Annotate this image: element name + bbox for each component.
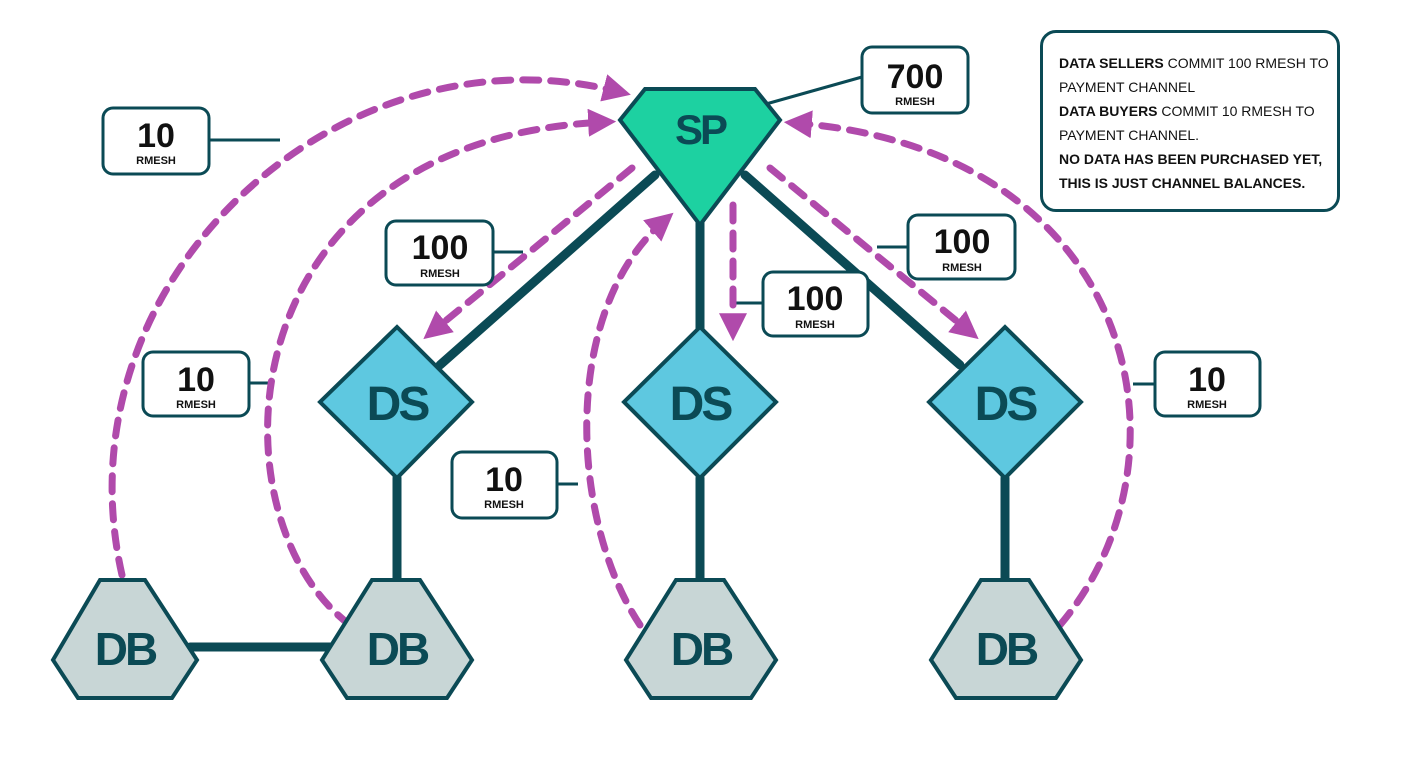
arrow-db2-sp [264,108,617,629]
db-node-4: DB [928,578,1084,700]
ds-label: DS [670,378,733,431]
label-db3: 10 RMESH [450,450,559,520]
ds-node-3: DS [926,324,1084,481]
label-ds2: 100 RMESH [761,270,870,338]
sp-label: SP [675,106,727,153]
svg-text:RMESH: RMESH [942,262,982,274]
legend-line-note: NO DATA HAS BEEN PURCHASED YET, THIS IS … [1059,151,1323,191]
db-label: DB [367,623,429,675]
svg-text:RMESH: RMESH [795,319,835,331]
db-node-1: DB [50,578,200,700]
ds-node-1: DS [317,324,475,481]
legend-box: DATA SELLERS COMMIT 100 RMESH TO PAYMENT… [1040,30,1340,212]
svg-text:10: 10 [137,117,175,155]
legend-line-buyers: DATA BUYERS COMMIT 10 RMESH TO PAYMENT C… [1059,103,1315,143]
link-sp-ds1 [435,170,660,370]
ds-label: DS [975,378,1038,431]
svg-text:RMESH: RMESH [895,96,935,108]
label-db4: 10 RMESH [1153,350,1262,418]
svg-text:RMESH: RMESH [484,499,524,511]
svg-text:10: 10 [485,461,523,499]
arrow-db1-sp [108,74,631,579]
label-db2-inner: 10 RMESH [141,350,251,418]
arrow-db3-sp [583,212,674,629]
arrow-db4-sp [783,110,1134,629]
db-label: DB [671,623,733,675]
ds-node-2: DS [621,324,779,481]
svg-text:RMESH: RMESH [136,155,176,167]
dashed-arrows [108,74,1134,629]
db-node-2: DB [319,578,475,700]
svg-text:700: 700 [887,58,944,96]
ds-label: DS [367,378,430,431]
sp-node: SP [617,87,783,229]
svg-text:100: 100 [787,280,844,318]
legend-line-sellers: DATA SELLERS COMMIT 100 RMESH TO PAYMENT… [1059,55,1329,95]
label-ds1: 100 RMESH [384,219,495,287]
db-label: DB [976,623,1038,675]
label-sp-balance: 700 RMESH [860,45,970,115]
svg-text:RMESH: RMESH [1187,399,1227,411]
svg-text:RMESH: RMESH [420,268,460,280]
svg-text:100: 100 [934,223,991,261]
svg-text:RMESH: RMESH [176,399,216,411]
link-sp-ds3 [740,170,965,370]
label-db1-outer: 10 RMESH [101,106,211,176]
svg-text:10: 10 [1188,361,1226,399]
leader-lines [209,75,1155,486]
svg-text:100: 100 [412,229,469,267]
db-label: DB [95,623,157,675]
arrow-sp-ds3 [766,164,979,340]
label-ds3: 100 RMESH [906,213,1017,281]
db-node-3: DB [623,578,779,700]
svg-text:10: 10 [177,361,215,399]
arrow-sp-ds1 [423,164,636,340]
